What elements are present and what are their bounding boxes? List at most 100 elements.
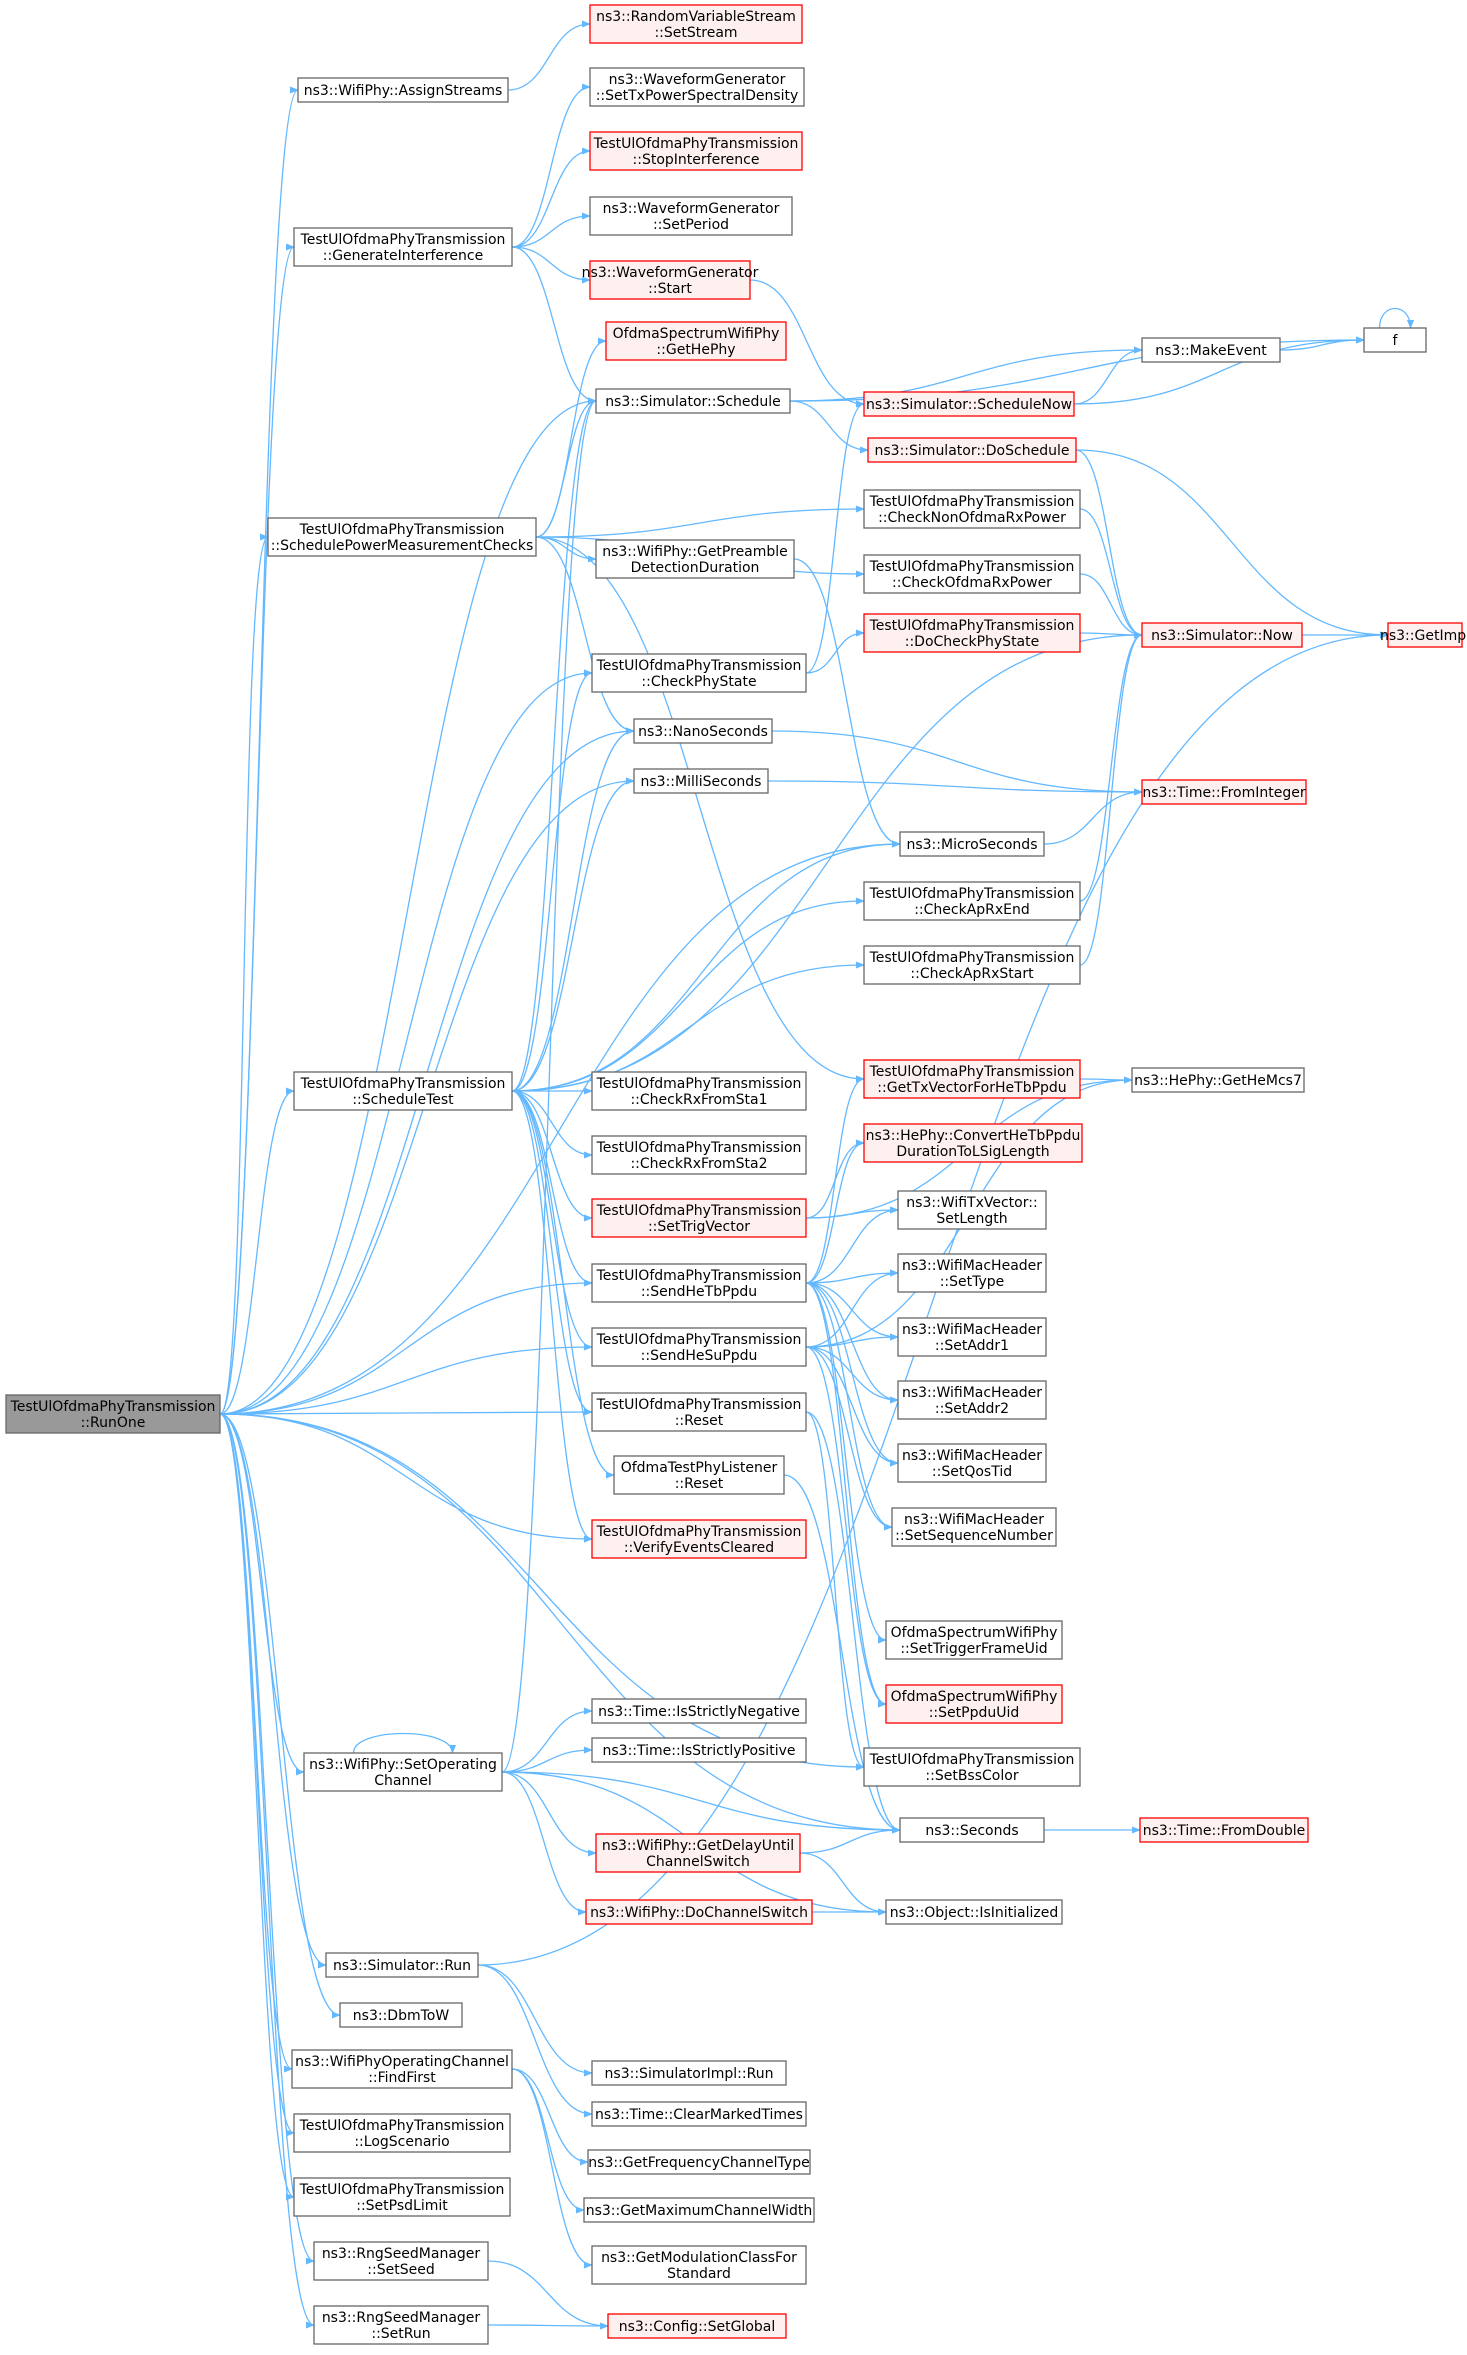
node-getimpl[interactable]: ns3::GetImpl <box>1380 622 1467 648</box>
node-rvs[interactable]: ns3::RandomVariableStream::SetStream <box>589 4 803 44</box>
node-assign[interactable]: ns3::WifiPhy::AssignStreams <box>297 77 509 103</box>
node-micros[interactable]: ns3::MicroSeconds <box>899 831 1045 857</box>
edge-schedtest-to-sendtb <box>511 1090 593 1287</box>
node-simrun[interactable]: ns3::Simulator::Run <box>325 1952 479 1978</box>
node-implrun[interactable]: ns3::SimulatorImpl::Run <box>591 2060 787 2086</box>
node-isinit[interactable]: ns3::Object::IsInitialized <box>885 1899 1063 1925</box>
node-getmaxcw[interactable]: ns3::GetMaximumChannelWidth <box>583 2197 815 2223</box>
node-settfuid[interactable]: OfdmaSpectrumWifiPhy::SetTriggerFrameUid <box>885 1620 1063 1660</box>
node-box <box>863 881 1081 921</box>
edge-geninterf-to-wgpsd <box>511 83 591 248</box>
node-spmc[interactable]: TestUlOfdmaPhyTransmission::SchedulePowe… <box>267 517 537 557</box>
node-fromdbl[interactable]: ns3::Time::FromDouble <box>1139 1817 1309 1843</box>
node-setaddr1[interactable]: ns3::WifiMacHeader::SetAddr1 <box>897 1317 1047 1357</box>
node-verify[interactable]: TestUlOfdmaPhyTransmission::VerifyEvents… <box>591 1519 807 1559</box>
node-label: Standard <box>667 2266 731 2282</box>
node-rxsta2[interactable]: TestUlOfdmaPhyTransmission::CheckRxFromS… <box>591 1135 807 1175</box>
node-isneg[interactable]: ns3::Time::IsStrictlyNegative <box>591 1698 807 1724</box>
node-setglobal[interactable]: ns3::Config::SetGlobal <box>607 2313 787 2339</box>
node-hemcs7[interactable]: ns3::HePhy::GetHeMcs7 <box>1131 1067 1305 1093</box>
node-wgstart[interactable]: ns3::WaveformGenerator::Start <box>582 260 759 300</box>
node-docheck[interactable]: TestUlOfdmaPhyTransmission::DoCheckPhySt… <box>863 613 1081 653</box>
node-box <box>583 2197 815 2223</box>
node-setbss[interactable]: TestUlOfdmaPhyTransmission::SetBssColor <box>863 1747 1081 1787</box>
node-box <box>1141 337 1281 363</box>
node-sendsu[interactable]: TestUlOfdmaPhyTransmission::SendHeSuPpdu <box>591 1327 807 1367</box>
edge-dosched-to-now <box>1075 449 1143 639</box>
node-box <box>899 1817 1045 1843</box>
node-wgpsd[interactable]: ns3::WaveformGenerator::SetTxPowerSpectr… <box>589 67 805 107</box>
node-settrig[interactable]: TestUlOfdmaPhyTransmission::SetTrigVecto… <box>591 1198 807 1238</box>
node-label: ns3::GetMaximumChannelWidth <box>586 2203 813 2219</box>
node-millis[interactable]: ns3::MilliSeconds <box>633 768 769 794</box>
node-dbm[interactable]: ns3::DbmToW <box>339 2002 463 2028</box>
node-label: ns3::WifiMacHeader <box>902 1385 1042 1401</box>
node-apend[interactable]: TestUlOfdmaPhyTransmission::CheckApRxEnd <box>863 881 1081 921</box>
node-logscen[interactable]: TestUlOfdmaPhyTransmission::LogScenario <box>293 2113 511 2153</box>
node-root[interactable]: TestUlOfdmaPhyTransmission::RunOne <box>5 1394 221 1434</box>
edge-apend-to-now <box>1079 631 1143 902</box>
node-schednow[interactable]: ns3::Simulator::ScheduleNow <box>863 391 1075 417</box>
node-label: ns3::NanoSeconds <box>638 724 768 740</box>
node-chkstate[interactable]: TestUlOfdmaPhyTransmission::CheckPhyStat… <box>591 653 807 693</box>
node-label: ::Reset <box>675 1413 724 1429</box>
edge-sendsu-to-setseq <box>805 1346 893 1531</box>
node-fromint[interactable]: ns3::Time::FromInteger <box>1141 779 1307 805</box>
node-label: ns3::GetFrequencyChannelType <box>588 2155 809 2171</box>
node-label: TestUlOfdmaPhyTransmission <box>299 2118 505 2134</box>
node-gettx[interactable]: TestUlOfdmaPhyTransmission::GetTxVectorF… <box>863 1059 1081 1099</box>
node-listreset[interactable]: OfdmaTestPhyListener::Reset <box>613 1455 785 1495</box>
node-setaddr2[interactable]: ns3::WifiMacHeader::SetAddr2 <box>897 1380 1047 1420</box>
node-label: ns3::RngSeedManager <box>322 2246 481 2262</box>
node-stopint[interactable]: TestUlOfdmaPhyTransmission::StopInterfer… <box>589 131 803 171</box>
node-label: ns3::WifiPhy::GetPreamble <box>602 544 788 560</box>
node-now[interactable]: ns3::Simulator::Now <box>1141 622 1303 648</box>
node-apstart[interactable]: TestUlOfdmaPhyTransmission::CheckApRxSta… <box>863 945 1081 985</box>
node-settype[interactable]: ns3::WifiMacHeader::SetType <box>897 1253 1047 1293</box>
node-box <box>633 768 769 794</box>
node-setlen[interactable]: ns3::WifiTxVector::SetLength <box>897 1190 1047 1230</box>
node-label: TestUlOfdmaPhyTransmission <box>869 559 1075 575</box>
edge-nanos-to-fromint <box>771 730 1143 796</box>
node-dosched[interactable]: ns3::Simulator::DoSchedule <box>867 437 1077 463</box>
node-geninterf[interactable]: TestUlOfdmaPhyTransmission::GenerateInte… <box>293 227 513 267</box>
node-setqos[interactable]: ns3::WifiMacHeader::SetQosTid <box>897 1443 1047 1483</box>
node-setppdu[interactable]: OfdmaSpectrumWifiPhy::SetPpduUid <box>885 1684 1063 1724</box>
node-f[interactable]: f <box>1363 327 1427 353</box>
node-label: TestUlOfdmaPhyTransmission <box>300 232 506 248</box>
node-seconds[interactable]: ns3::Seconds <box>899 1817 1045 1843</box>
node-psdlimit[interactable]: TestUlOfdmaPhyTransmission::SetPsdLimit <box>293 2177 511 2217</box>
node-setseed[interactable]: ns3::RngSeedManager::SetSeed <box>313 2241 489 2281</box>
node-chknon[interactable]: TestUlOfdmaPhyTransmission::CheckNonOfdm… <box>863 489 1081 529</box>
node-label: ::GetHePhy <box>656 342 735 358</box>
node-setrun[interactable]: ns3::RngSeedManager::SetRun <box>313 2305 489 2345</box>
node-label: TestUlOfdmaPhyTransmission <box>596 1524 802 1540</box>
node-makeevent[interactable]: ns3::MakeEvent <box>1141 337 1281 363</box>
node-sendtb[interactable]: TestUlOfdmaPhyTransmission::SendHeTbPpdu <box>591 1263 807 1303</box>
node-dochan[interactable]: ns3::WifiPhy::DoChannelSwitch <box>585 1899 813 1925</box>
edge-root-to-simrun <box>219 1413 327 1969</box>
node-getfreq[interactable]: ns3::GetFrequencyChannelType <box>587 2149 811 2175</box>
node-gethephy[interactable]: OfdmaSpectrumWifiPhy::GetHePhy <box>605 321 787 361</box>
node-setseq[interactable]: ns3::WifiMacHeader::SetSequenceNumber <box>891 1507 1057 1547</box>
node-nanos[interactable]: ns3::NanoSeconds <box>633 718 773 744</box>
node-schedule[interactable]: ns3::Simulator::Schedule <box>595 388 791 414</box>
node-label: ns3::WifiPhy::SetOperating <box>309 1757 497 1773</box>
node-rxsta1[interactable]: TestUlOfdmaPhyTransmission::CheckRxFromS… <box>591 1071 807 1111</box>
node-getpre[interactable]: ns3::WifiPhy::GetPreambleDetectionDurati… <box>595 539 795 579</box>
node-schedtest[interactable]: TestUlOfdmaPhyTransmission::ScheduleTest <box>293 1071 513 1111</box>
node-reset[interactable]: TestUlOfdmaPhyTransmission::Reset <box>591 1392 807 1432</box>
node-convert[interactable]: ns3::HePhy::ConvertHeTbPpduDurationToLSi… <box>863 1123 1083 1163</box>
node-label: ns3::WifiPhyOperatingChannel <box>295 2054 509 2070</box>
node-box <box>633 718 773 744</box>
node-clearmark[interactable]: ns3::Time::ClearMarkedTimes <box>591 2101 807 2127</box>
node-wgperiod[interactable]: ns3::WaveformGenerator::SetPeriod <box>589 196 793 236</box>
node-chkofdma[interactable]: TestUlOfdmaPhyTransmission::CheckOfdmaRx… <box>863 554 1081 594</box>
node-findfirst[interactable]: ns3::WifiPhyOperatingChannel::FindFirst <box>291 2049 513 2089</box>
edge-spmc-to-chknon <box>535 505 865 538</box>
node-label: ns3::Simulator::DoSchedule <box>875 443 1070 459</box>
node-ispos[interactable]: ns3::Time::IsStrictlyPositive <box>591 1737 807 1763</box>
